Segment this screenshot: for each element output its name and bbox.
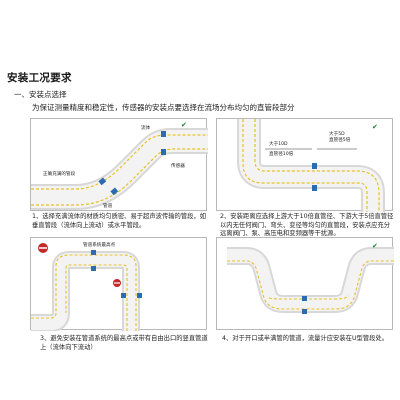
caption-4: 4、对于开口或半满管的管道，流量计应安装在U型管段处。: [222, 335, 389, 342]
pipe-diagram-1: 正确充满的管段 流体 管道 传感器 ✔: [31, 121, 208, 210]
label-upstream: 大于10D: [269, 140, 288, 147]
pipe-diagram-3: 管道系统最高点: [31, 241, 142, 331]
label-flow: 流体: [141, 124, 151, 131]
sensor: [98, 177, 107, 186]
label-pipe: 管道: [103, 202, 113, 209]
page-title: 安装工况要求: [7, 72, 72, 84]
panel-2-diagram: 大于10D 直管径10倍 大于5D 直管径5倍 ✔: [216, 118, 393, 212]
sensor: [91, 266, 96, 271]
panel-1-diagram: 正确充满的管段 流体 管道 传感器 ✔: [30, 118, 208, 211]
flow-line: [31, 134, 208, 190]
section-heading: 一、安装点选择: [14, 90, 67, 99]
flow-line: [268, 295, 350, 300]
sensor: [312, 185, 317, 191]
sensor: [312, 163, 317, 169]
flow-line: [31, 148, 208, 206]
label-downstream: 大于5D: [329, 130, 345, 137]
flow-line: [65, 264, 128, 331]
check-icon: ✔: [372, 242, 378, 250]
sensor: [137, 293, 142, 298]
pipe-inner: [31, 130, 208, 208]
sensor: [302, 309, 307, 314]
label-downstream-sub: 直管径5倍: [329, 136, 351, 143]
flow-line: [242, 119, 368, 212]
label-upstream-sub: 直管径10倍: [269, 150, 294, 157]
sensor: [110, 187, 119, 196]
panel-3-diagram: 管道系统最高点: [30, 237, 207, 331]
pipe-inner: [31, 253, 138, 331]
pipe-diagram-2: 大于10D 直管径10倍 大于5D 直管径5倍 ✔: [237, 119, 385, 212]
sensor: [302, 296, 307, 301]
sensor: [161, 149, 166, 155]
caption-1: 1、选择充满流体的材质均匀质密、易于超声波传输的管段，如垂直管段（流体向上流动）…: [32, 213, 207, 229]
label-pipe-full: 正确充满的管段: [43, 170, 76, 177]
check-icon: ✔: [181, 121, 187, 129]
sensor: [91, 250, 96, 255]
flow-line: [227, 260, 394, 310]
label-sensor: 传感器: [171, 162, 185, 169]
pipe-inner: [227, 249, 394, 311]
intro-text: 为保证测量精度和稳定性，传感器的安装点要选择在流场分布均匀的直管段部分: [32, 103, 295, 112]
flow-line: [254, 119, 380, 212]
panel-4-diagram: ✔: [216, 237, 394, 330]
sensor: [161, 131, 166, 137]
caption-3: 3、避免安装在管道系统的最高点或带有自由出口的竖直管道上（流体向下流动）: [40, 335, 208, 351]
sensor: [121, 293, 126, 298]
pipe-diagram-4: ✔: [227, 242, 394, 314]
check-icon: ✔: [372, 123, 378, 131]
pipe-outer: [237, 119, 385, 212]
label-highest-point: 管道系统最高点: [83, 241, 116, 248]
pipe-inner: [239, 119, 383, 212]
caption-2: 2、安装距离应选择上游大于10倍直管径、下游大于5倍直管径以内无任何阀门、弯头、…: [220, 213, 394, 238]
